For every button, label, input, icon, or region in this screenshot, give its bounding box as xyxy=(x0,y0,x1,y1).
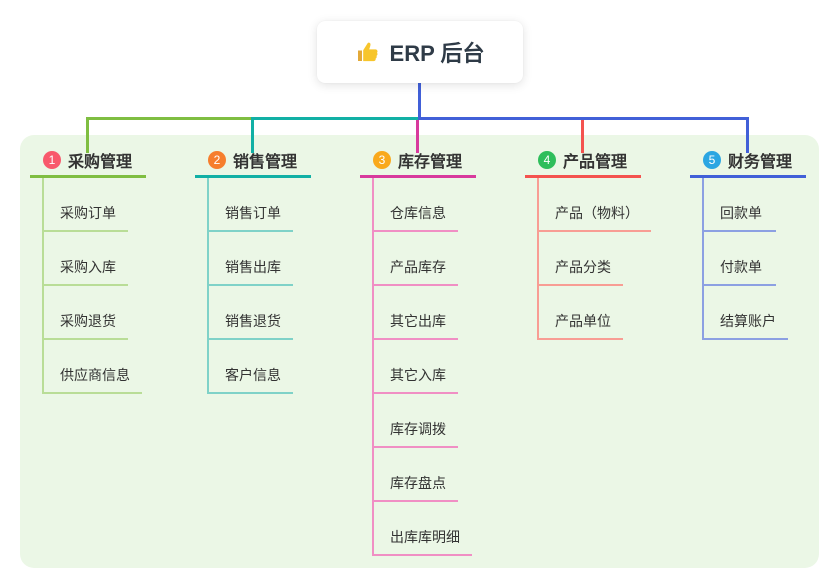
root-node[interactable]: ERP 后台 xyxy=(317,21,523,83)
branch-title[interactable]: 2 销售管理 xyxy=(195,150,311,178)
branch-label: 销售管理 xyxy=(233,154,298,171)
child-node[interactable]: 采购入库 xyxy=(44,232,128,286)
connector-h-green xyxy=(87,117,254,120)
child-node[interactable]: 付款单 xyxy=(704,232,776,286)
child-node[interactable]: 结算账户 xyxy=(704,286,788,340)
branch-number-badge: 4 xyxy=(538,151,556,169)
child-node[interactable]: 销售订单 xyxy=(209,178,293,232)
branch-children: 产品（物料）产品分类产品单位 xyxy=(537,178,690,340)
branch-children: 仓库信息产品库存其它出库其它入库库存调拨库存盘点出库库明细 xyxy=(372,178,525,556)
connector-h-blue xyxy=(418,117,749,120)
branch-title[interactable]: 4 产品管理 xyxy=(525,150,641,178)
child-node[interactable]: 产品（物料） xyxy=(539,178,651,232)
child-node[interactable]: 库存调拨 xyxy=(374,394,458,448)
drop-branch-1 xyxy=(86,117,89,153)
child-node[interactable]: 其它出库 xyxy=(374,286,458,340)
connector-h-teal xyxy=(251,117,418,120)
child-node[interactable]: 供应商信息 xyxy=(44,340,142,394)
branch-label: 库存管理 xyxy=(398,154,463,171)
child-node[interactable]: 产品库存 xyxy=(374,232,458,286)
branch-label: 产品管理 xyxy=(563,154,628,171)
branch-产品管理: 4 产品管理 产品（物料）产品分类产品单位 xyxy=(525,150,690,340)
child-node[interactable]: 销售出库 xyxy=(209,232,293,286)
branch-number-badge: 5 xyxy=(703,151,721,169)
branch-children: 采购订单采购入库采购退货供应商信息 xyxy=(42,178,195,394)
branch-库存管理: 3 库存管理 仓库信息产品库存其它出库其它入库库存调拨库存盘点出库库明细 xyxy=(360,150,525,556)
branch-label: 采购管理 xyxy=(68,154,133,171)
child-node[interactable]: 采购订单 xyxy=(44,178,128,232)
branch-title[interactable]: 5 财务管理 xyxy=(690,150,806,178)
child-node[interactable]: 库存盘点 xyxy=(374,448,458,502)
branch-财务管理: 5 财务管理 回款单付款单结算账户 xyxy=(690,150,839,340)
drop-branch-2 xyxy=(251,117,254,153)
root-stem xyxy=(418,83,421,120)
root-label: ERP 后台 xyxy=(389,41,485,66)
branch-title[interactable]: 3 库存管理 xyxy=(360,150,476,178)
child-node[interactable]: 出库库明细 xyxy=(374,502,472,556)
branch-number-badge: 2 xyxy=(208,151,226,169)
child-node[interactable]: 客户信息 xyxy=(209,340,293,394)
child-node[interactable]: 产品单位 xyxy=(539,286,623,340)
drop-branch-4 xyxy=(581,120,584,153)
branch-children: 销售订单销售出库销售退货客户信息 xyxy=(207,178,360,394)
child-node[interactable]: 产品分类 xyxy=(539,232,623,286)
child-node[interactable]: 采购退货 xyxy=(44,286,128,340)
branch-label: 财务管理 xyxy=(728,154,793,171)
drop-branch-3 xyxy=(416,120,419,153)
branch-children: 回款单付款单结算账户 xyxy=(702,178,839,340)
branch-采购管理: 1 采购管理 采购订单采购入库采购退货供应商信息 xyxy=(30,150,195,394)
branch-title[interactable]: 1 采购管理 xyxy=(30,150,146,178)
child-node[interactable]: 其它入库 xyxy=(374,340,458,394)
branch-销售管理: 2 销售管理 销售订单销售出库销售退货客户信息 xyxy=(195,150,360,394)
child-node[interactable]: 销售退货 xyxy=(209,286,293,340)
branch-number-badge: 3 xyxy=(373,151,391,169)
drop-branch-5 xyxy=(746,117,749,153)
thumbs-up-icon xyxy=(356,40,380,64)
child-node[interactable]: 仓库信息 xyxy=(374,178,458,232)
branches-panel xyxy=(20,135,819,568)
branch-number-badge: 1 xyxy=(43,151,61,169)
child-node[interactable]: 回款单 xyxy=(704,178,776,232)
